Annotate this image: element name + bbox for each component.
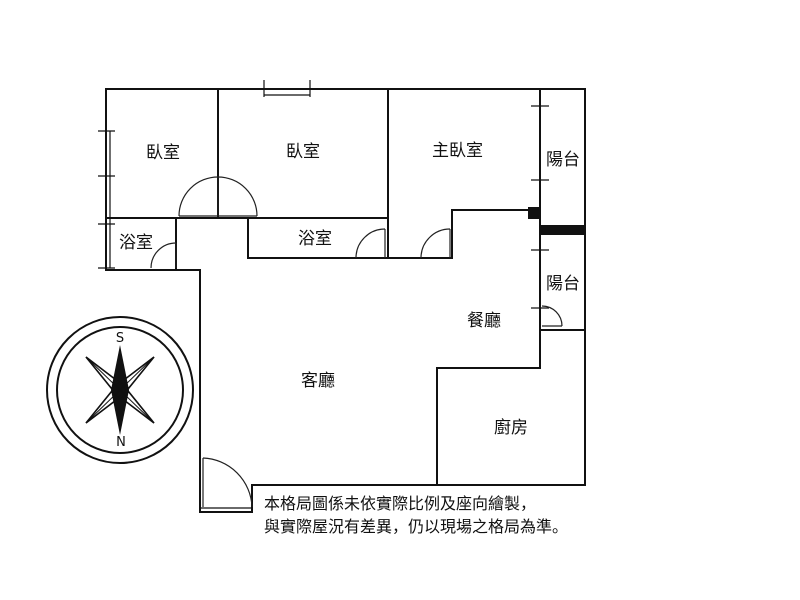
compass-needle — [85, 345, 155, 435]
room-label-bathroom-center: 浴室 — [298, 229, 332, 249]
disclaimer-line-2: 與實際屋況有差異，仍以現場之格局為準。 — [264, 517, 569, 536]
room-label-living: 客廳 — [301, 371, 335, 391]
solid-wall-blocks — [528, 207, 585, 235]
compass-letter-top: S — [116, 331, 124, 346]
outer-walls — [105, 88, 586, 513]
windows — [98, 80, 549, 509]
room-label-dining: 餐廳 — [467, 311, 501, 331]
room-label-balcony-lower: 陽台 — [546, 274, 580, 294]
compass: S N — [46, 316, 194, 464]
room-label-bedroom-1: 臥室 — [146, 143, 180, 163]
room-label-bathroom-left: 浴室 — [119, 233, 153, 253]
disclaimer-line-1: 本格局圖係未依實際比例及座向繪製， — [264, 494, 537, 513]
disclaimer-note: 本格局圖係未依實際比例及座向繪製， 與實際屋況有差異，仍以現場之格局為準。 — [264, 492, 784, 538]
compass-letter-bottom: N — [116, 435, 126, 450]
doors — [150, 176, 563, 508]
room-label-balcony-upper: 陽台 — [546, 150, 580, 170]
room-label-master-bedroom: 主臥室 — [432, 141, 483, 161]
room-label-bedroom-2: 臥室 — [286, 142, 320, 162]
room-label-kitchen: 廚房 — [494, 417, 528, 438]
